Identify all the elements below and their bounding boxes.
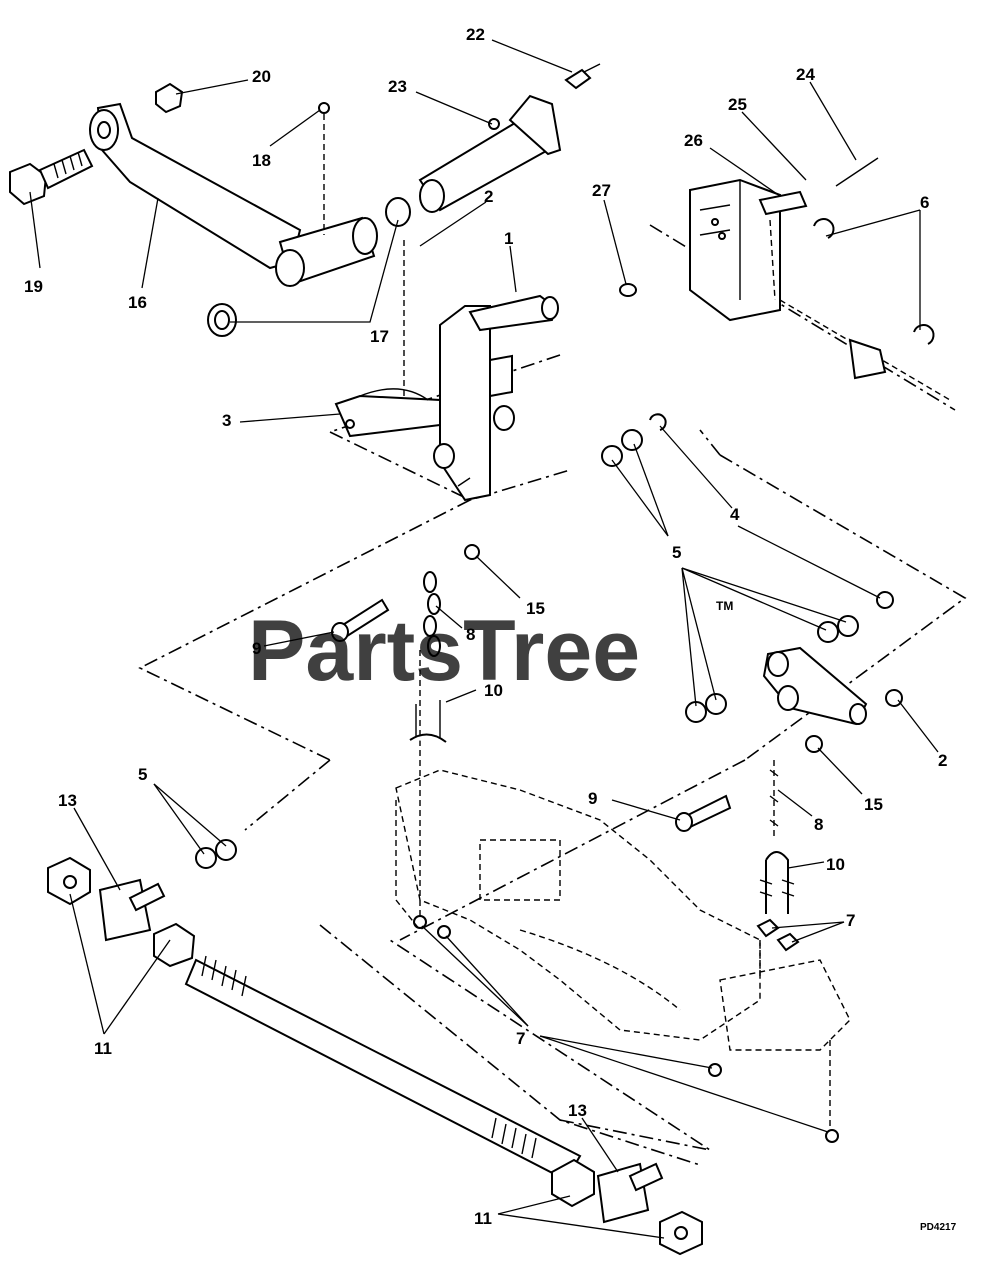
clips-5-lower xyxy=(195,839,237,869)
callout-11-left: 11 xyxy=(94,1039,112,1058)
callout-23: 23 xyxy=(388,77,407,96)
callout-24: 24 xyxy=(796,65,815,84)
pin-9-right xyxy=(675,794,732,832)
callout-13-left: 13 xyxy=(58,791,77,810)
rod-end-13-left xyxy=(98,878,166,942)
clips-4-5-upper xyxy=(601,413,894,723)
nuts-11-right xyxy=(551,1158,703,1256)
nut-20 xyxy=(155,82,184,114)
callout-8-right: 8 xyxy=(814,815,823,834)
lift-lever-1 xyxy=(433,294,559,502)
callout-22: 22 xyxy=(466,25,485,44)
callout-6: 6 xyxy=(920,193,929,212)
callout-5-lower: 5 xyxy=(138,765,147,784)
callout-labels: 22 23 20 18 19 16 17 2 1 3 24 25 26 27 6… xyxy=(24,25,947,1228)
bushing-17 xyxy=(207,197,411,337)
u-bolt-10-right xyxy=(759,851,795,914)
callout-3: 3 xyxy=(222,411,231,430)
deck-frame-outline xyxy=(395,769,851,1130)
callout-9-right: 9 xyxy=(588,789,597,808)
bracket-housing xyxy=(619,157,951,401)
callout-26: 26 xyxy=(684,131,703,150)
watermark-text: PartsTree xyxy=(248,603,640,699)
chain-8-left xyxy=(419,571,441,930)
callout-15-right: 15 xyxy=(864,795,883,814)
u-bolt-10-left xyxy=(409,700,447,743)
callout-9-left: 9 xyxy=(252,639,261,658)
fitting-18 xyxy=(318,102,330,235)
callout-19: 19 xyxy=(24,277,43,296)
callout-16: 16 xyxy=(128,293,147,312)
callout-7-lower: 7 xyxy=(516,1029,525,1048)
callout-17: 17 xyxy=(370,327,389,346)
pivot-arm-16 xyxy=(89,102,378,287)
shaft-23 xyxy=(418,94,562,213)
washer-15-left xyxy=(464,544,480,560)
tie-rod xyxy=(184,955,582,1182)
callout-5-upper: 5 xyxy=(672,543,681,562)
rod-end-13-right xyxy=(596,1162,664,1224)
callout-8-left: 8 xyxy=(466,625,475,644)
callout-1: 1 xyxy=(504,229,513,248)
callout-7-right: 7 xyxy=(846,911,855,930)
nuts-11-left xyxy=(47,856,196,968)
plate-3 xyxy=(334,240,441,438)
callout-15-left: 15 xyxy=(526,599,545,618)
fitting-22 xyxy=(564,63,601,90)
callout-4: 4 xyxy=(730,505,740,524)
rocker-arm xyxy=(762,646,903,726)
callout-13-right: 13 xyxy=(568,1101,587,1120)
leader-lines xyxy=(29,39,939,1239)
callout-20: 20 xyxy=(252,67,271,86)
callout-11-right: 11 xyxy=(474,1209,492,1228)
bolt-19 xyxy=(9,148,94,206)
clips-6 xyxy=(813,218,935,345)
callout-25: 25 xyxy=(728,95,747,114)
watermark-trademark: TM xyxy=(716,599,733,613)
callout-27: 27 xyxy=(592,181,611,200)
callout-10-left: 10 xyxy=(484,681,503,700)
callout-2-upper: 2 xyxy=(484,187,493,206)
callout-10-right: 10 xyxy=(826,855,845,874)
callout-18: 18 xyxy=(252,151,271,170)
pin-9-left xyxy=(331,598,390,642)
chain-8-right xyxy=(769,760,779,840)
drawing-number: PD4217 xyxy=(920,1222,957,1233)
callout-2-lower: 2 xyxy=(938,751,947,770)
